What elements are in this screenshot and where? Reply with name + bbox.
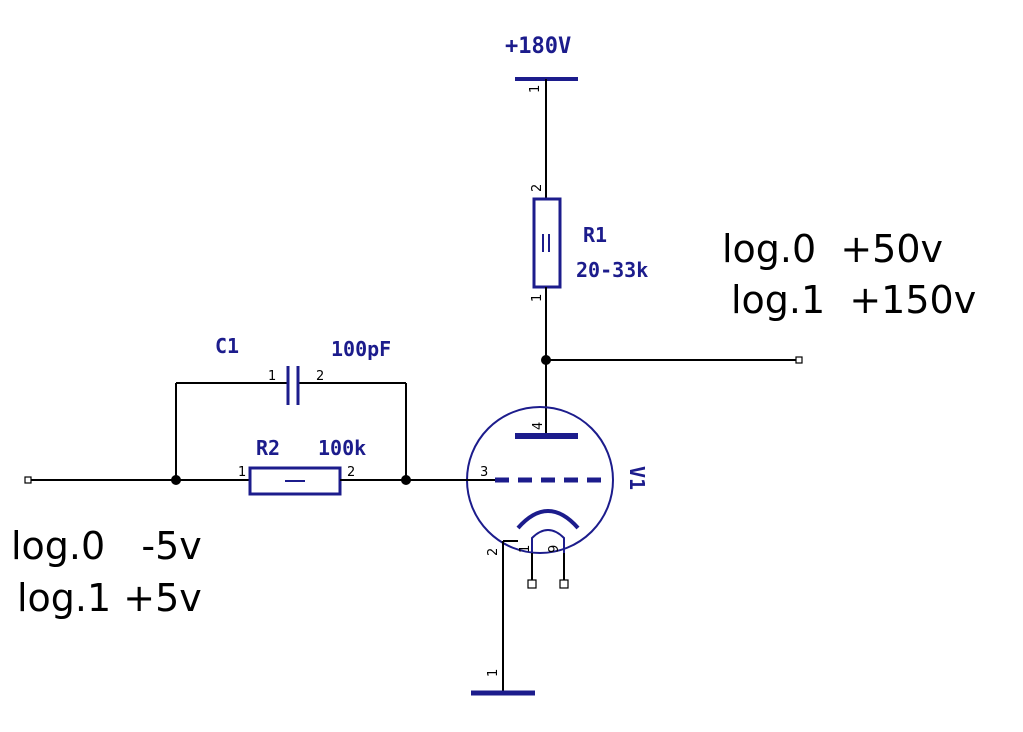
r2-pin-left: 1 [238, 465, 246, 480]
ground-pin-number: 1 [486, 669, 501, 677]
tube-heater [531, 529, 565, 553]
r2-pin-right: 2 [347, 465, 355, 480]
r1-pin-top: 2 [530, 184, 545, 192]
resistor-r2: 1 2 R2 100k [238, 436, 366, 496]
tube-cathode-arc [516, 509, 580, 530]
tube-grid-pin: 3 [480, 465, 488, 480]
heater-port-b [559, 579, 569, 589]
supply-label: +180V [505, 34, 571, 59]
supply-symbol: +180V 1 [505, 34, 578, 93]
c1-ref: C1 [215, 334, 239, 358]
tube-anode-pin: 4 [531, 422, 546, 430]
r1-pin-bottom: 1 [530, 294, 545, 302]
output-port [795, 356, 803, 364]
tube-ref: V1 [625, 466, 649, 490]
output-level-log0: log.0 +50v [722, 227, 943, 271]
r1-value: 20-33k [576, 258, 648, 282]
heater-port-a [527, 579, 537, 589]
supply-pin-number: 1 [528, 85, 543, 93]
c1-pin-right: 2 [316, 369, 324, 384]
resistor-r1: 2 1 R1 20-33k [530, 184, 648, 302]
tube-heater-pin-a: 1 [518, 545, 533, 553]
c1-pin-left: 1 [268, 369, 276, 384]
output-level-log1: log.1 +150v [731, 278, 976, 322]
input-level-log0: log.0 -5v [11, 524, 202, 568]
r1-ref: R1 [583, 223, 607, 247]
tube-heater-pin-b: 9 [547, 545, 562, 553]
c1-value: 100pF [331, 337, 391, 361]
r1-body [532, 197, 562, 289]
r2-ref: R2 [256, 436, 280, 460]
input-port [24, 476, 32, 484]
tube-cathode-pin: 2 [486, 548, 501, 556]
capacitor-c1: 1 2 C1 100pF [215, 334, 391, 405]
tube-v1: 4 3 2 1 9 V1 [466, 406, 649, 556]
input-level-log1: log.1 +5v [17, 576, 202, 620]
r2-value: 100k [318, 436, 366, 460]
